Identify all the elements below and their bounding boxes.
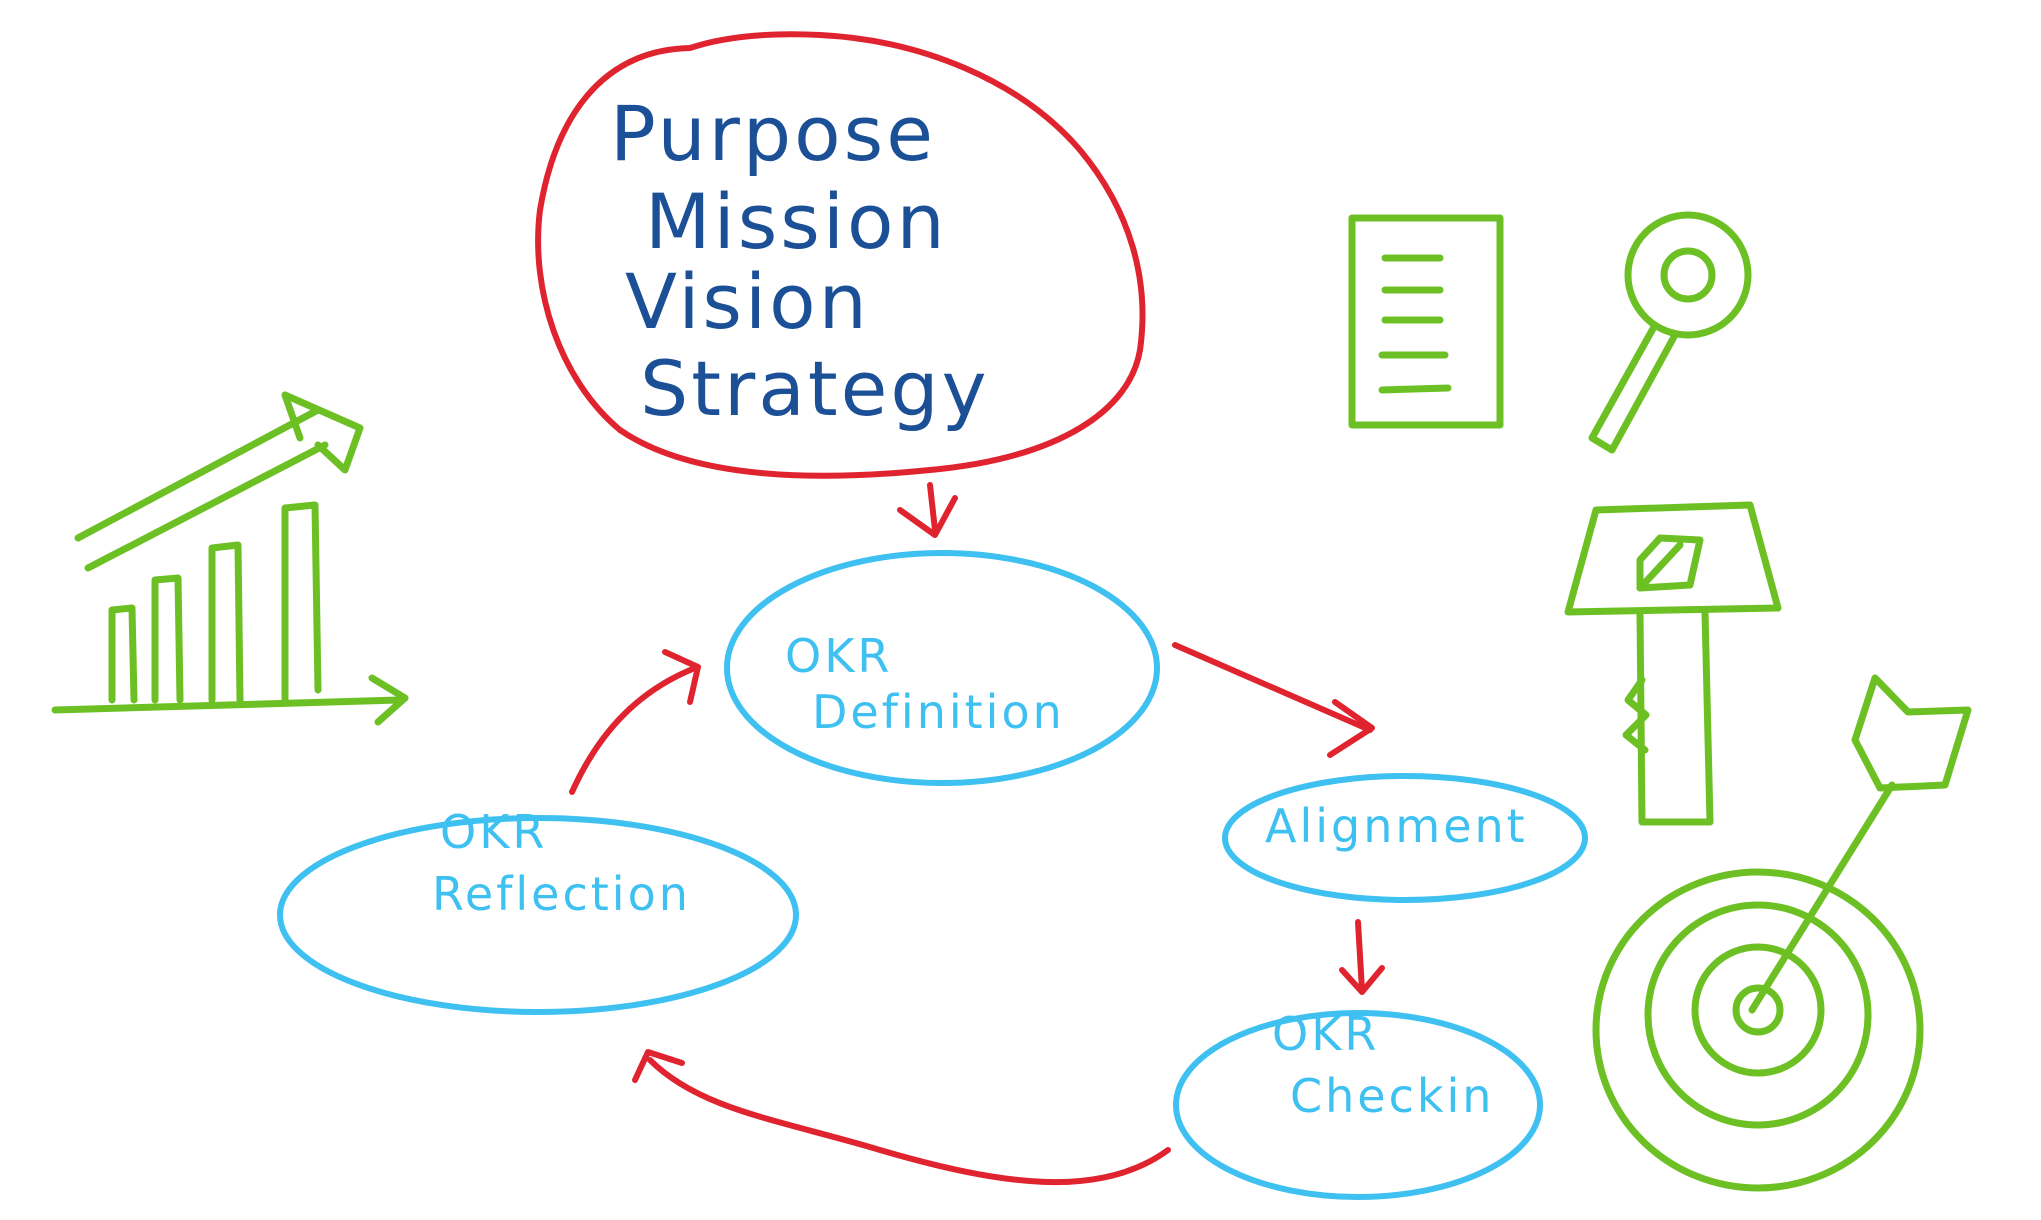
definition-line2: Definition xyxy=(812,685,1065,739)
strategy-text: Strategy xyxy=(640,344,990,433)
document-icon xyxy=(1348,214,1504,429)
alignment-line1: Alignment xyxy=(1265,799,1528,853)
alignment-node: Alignment xyxy=(1222,773,1588,903)
reflection-line2: Reflection xyxy=(432,867,691,921)
arrow-alignment-to-checkin xyxy=(1339,919,1385,995)
pushpin-icon xyxy=(1564,501,1782,826)
definition-line1: OKR xyxy=(785,629,892,683)
reflection-line1: OKR xyxy=(440,805,547,859)
okr-checkin-node: OKR Checkin xyxy=(1173,1007,1543,1200)
checkin-line2: Checkin xyxy=(1290,1069,1494,1123)
checkin-line1: OKR xyxy=(1272,1007,1379,1061)
purpose-text: Purpose xyxy=(610,89,936,178)
purpose-frame xyxy=(535,31,1146,479)
alignment-ellipse xyxy=(1222,773,1588,903)
definition-ellipse xyxy=(724,550,1160,786)
reflection-ellipse xyxy=(277,815,799,1015)
okr-definition-node: OKR Definition xyxy=(724,550,1160,786)
growth-chart-icon xyxy=(51,391,409,726)
mission-text: Mission xyxy=(645,177,948,266)
arrow-definition-to-alignment xyxy=(1172,642,1375,758)
purpose-block: Purpose Mission Vision Strategy xyxy=(535,31,1146,479)
arrow-checkin-to-reflection xyxy=(632,1049,1171,1186)
target-dart-icon xyxy=(1592,674,1972,1192)
arrow-purpose-to-definition xyxy=(897,482,958,538)
arrow-reflection-to-definition xyxy=(569,649,701,795)
vision-text: Vision xyxy=(625,257,870,346)
magnifier-icon xyxy=(1588,211,1752,454)
okr-reflection-node: OKR Reflection xyxy=(277,805,799,1015)
checkin-ellipse xyxy=(1173,1010,1543,1200)
